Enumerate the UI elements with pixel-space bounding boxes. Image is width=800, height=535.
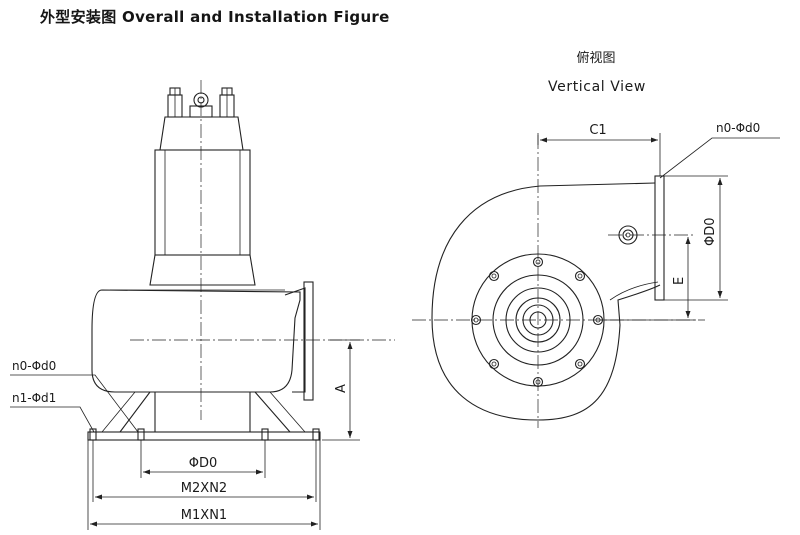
top-view-title-en: Vertical View — [548, 79, 646, 95]
motor-top-cap — [159, 116, 244, 151]
front-view: n0-Φd0 n1-Φd1 A ΦD0 M2XN2 M1XN1 — [10, 80, 395, 530]
leader-top-n0-d0 — [659, 137, 780, 179]
label-c1: C1 — [589, 123, 606, 138]
volute-outline — [431, 182, 661, 421]
outlet-flange — [654, 175, 665, 301]
motor-neck — [149, 254, 256, 286]
top-view-title-cn: 俯视图 — [576, 50, 615, 66]
pump-volute — [91, 289, 301, 393]
label-phi-d0: ΦD0 — [189, 456, 218, 471]
discharge-pipe — [284, 287, 306, 393]
page-title: 外型安装图 Overall and Installation Figure — [40, 8, 390, 26]
base-plate — [87, 431, 321, 441]
label-e: E — [672, 277, 687, 285]
label-m2xn2: M2XN2 — [181, 481, 227, 496]
label-top-n0-d0: n0-Φd0 — [716, 121, 760, 135]
leader-n1-d1 — [10, 406, 95, 433]
bolt-holes — [89, 428, 320, 441]
label-a: A — [334, 384, 349, 393]
label-n1-d1: n1-Φd1 — [12, 391, 56, 405]
discharge-flange — [303, 281, 314, 401]
label-m1xn1: M1XN1 — [181, 508, 227, 523]
label-top-phi-d0: ΦD0 — [703, 217, 718, 246]
label-n0-d0: n0-Φd0 — [12, 359, 56, 373]
top-view: 俯视图 Vertical View — [412, 50, 780, 428]
motor-body — [154, 149, 251, 256]
leader-n0-d0 — [10, 374, 139, 433]
support-stand — [119, 391, 291, 433]
